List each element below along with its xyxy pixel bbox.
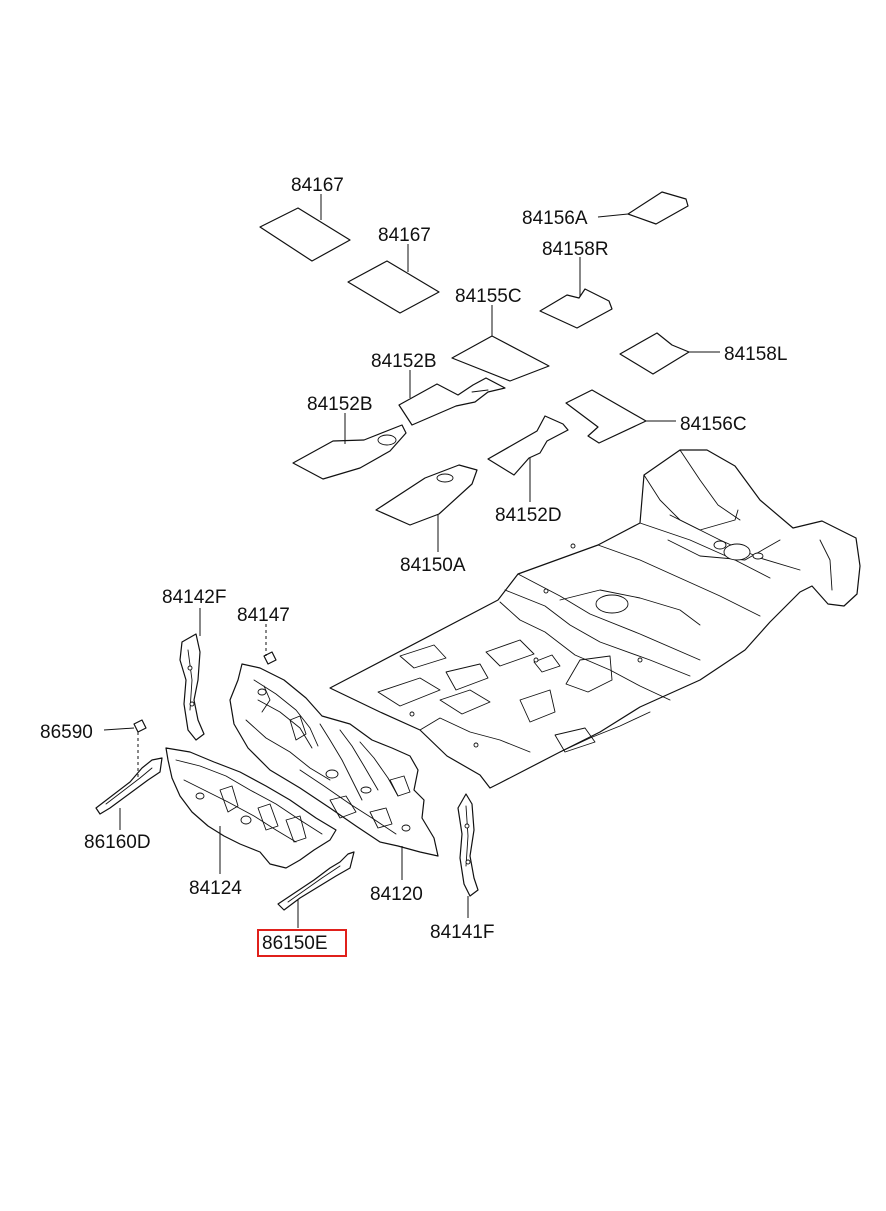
label-84150A[interactable]: 84150A [400,555,466,576]
floor-panel[interactable] [329,449,861,789]
highlight-box-86150E [257,929,347,957]
label-84142F[interactable]: 84142F [162,587,226,608]
pad-84158L[interactable] [619,332,690,375]
insulator-84124[interactable] [165,747,337,869]
pad-84167-lower[interactable] [347,260,440,314]
bolt-84147[interactable] [263,651,277,665]
label-84167-upper[interactable]: 84167 [291,175,344,196]
dash-panel-84120[interactable] [229,663,439,857]
pillar-84142F[interactable] [179,633,205,741]
label-84156C[interactable]: 84156C [680,414,747,435]
label-84156A[interactable]: 84156A [522,208,588,229]
bolt-86590[interactable] [133,719,147,733]
pad-84150A[interactable] [375,464,478,526]
label-84152D[interactable]: 84152D [495,505,562,526]
pad-84152B-upper[interactable] [398,377,506,426]
pad-84152B-lower[interactable] [292,424,407,480]
label-84147[interactable]: 84147 [237,605,290,626]
leader-lines [103,194,720,928]
label-86160D[interactable]: 86160D [84,832,151,853]
pillar-84141F[interactable] [457,793,479,897]
part-labels: 84167 84167 84156A 84158R 84155C 84158L … [40,175,787,954]
label-84167-lower[interactable]: 84167 [378,225,431,246]
label-84158R[interactable]: 84158R [542,239,609,260]
label-86150E[interactable]: 86150E [262,933,328,954]
pad-84158R[interactable] [539,288,613,329]
label-84158L[interactable]: 84158L [724,344,787,365]
label-84155C[interactable]: 84155C [455,286,522,307]
pad-84156A[interactable] [627,191,689,225]
label-84152B-upper[interactable]: 84152B [371,351,437,372]
bracket-86150E[interactable] [277,851,355,911]
label-84152B-lower[interactable]: 84152B [307,394,373,415]
pad-84155C[interactable] [451,335,550,382]
label-84141F[interactable]: 84141F [430,922,494,943]
label-86590[interactable]: 86590 [40,722,93,743]
pad-84156C[interactable] [565,389,647,444]
pad-84152D[interactable] [487,415,569,476]
bracket-86160D[interactable] [95,757,163,815]
pad-84167-upper[interactable] [259,207,351,262]
label-84124[interactable]: 84124 [189,878,242,899]
label-84120[interactable]: 84120 [370,884,423,905]
